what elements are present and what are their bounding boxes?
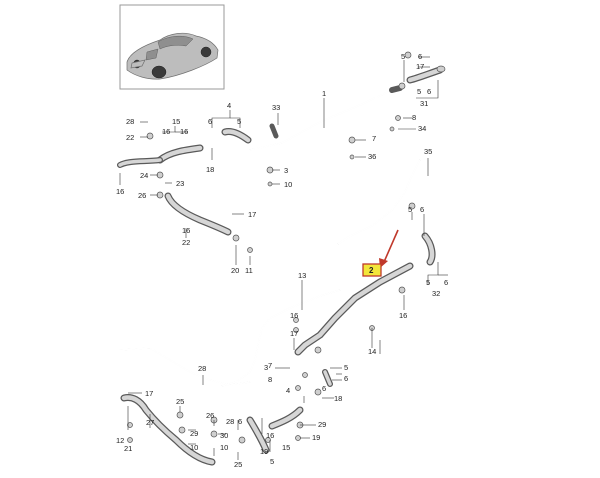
callout-7-lower: 7 bbox=[268, 361, 272, 370]
highlight-label: 2 bbox=[369, 266, 374, 275]
pipe-part-1 bbox=[249, 85, 403, 151]
hose-part-17-lower bbox=[268, 406, 304, 430]
callout-23-lower: 26 bbox=[206, 411, 214, 420]
callout-6-mid: 6 bbox=[208, 117, 212, 126]
callout-17-top: 17 bbox=[416, 62, 424, 71]
callout-25: 27 bbox=[146, 418, 154, 427]
callout-16-d: 17 bbox=[290, 329, 298, 338]
callout-15-c: 16 bbox=[399, 311, 407, 320]
callout-32: 33 bbox=[272, 103, 280, 112]
callout-17-bottom-b: 19 bbox=[312, 433, 320, 442]
callout-4-lower: 4 bbox=[286, 386, 290, 395]
callout-15-bottom: 16 bbox=[266, 431, 274, 440]
callout-7: 7 bbox=[372, 134, 376, 143]
callout-4-top: 4 bbox=[227, 101, 231, 110]
callout-19: 22 bbox=[126, 133, 134, 142]
callout-35: 36 bbox=[368, 152, 376, 161]
callout-10-b: 12 bbox=[116, 436, 124, 445]
callout-23: 26 bbox=[138, 191, 146, 200]
callout-11: 13 bbox=[298, 271, 306, 280]
callout-6-bottom: 6 bbox=[238, 417, 242, 426]
callout-17-lower: 18 bbox=[334, 394, 342, 403]
callout-27: 28 bbox=[198, 364, 206, 373]
callout-22-a: 24 bbox=[140, 171, 148, 180]
callout-6-right-b: 6 bbox=[444, 278, 448, 287]
callout-15-d: 16 bbox=[290, 311, 298, 320]
callout-28-top: 28 bbox=[126, 117, 134, 126]
callout-9-lower-b: 10 bbox=[220, 443, 228, 452]
callout-5-mid: 5 bbox=[237, 117, 241, 126]
callout-16-b: 16 bbox=[116, 187, 124, 196]
callout-16-e: 17 bbox=[145, 389, 153, 398]
callout-6-top: 6 bbox=[418, 52, 422, 61]
callout-17-mid: 18 bbox=[206, 165, 214, 174]
callout-5-lower: 5 bbox=[344, 363, 348, 372]
callout-16-c: 17 bbox=[248, 210, 256, 219]
callout-21: 23 bbox=[176, 179, 184, 188]
callout-20: 22 bbox=[182, 238, 190, 247]
callout-12: 14 bbox=[368, 347, 376, 356]
callout-30: 31 bbox=[420, 99, 428, 108]
hose-part-16-bottom-left bbox=[120, 394, 216, 466]
pipe-part-32 bbox=[269, 123, 279, 139]
callout-28-bottom: 29 bbox=[318, 420, 326, 429]
hose-part-14 bbox=[156, 144, 204, 164]
hose-part-13 bbox=[246, 416, 270, 454]
callout-15-a: 16 bbox=[180, 127, 188, 136]
callout-5-top: 5 bbox=[401, 52, 405, 61]
hose-part-5-lower bbox=[322, 369, 333, 387]
callout-1: 1 bbox=[322, 89, 326, 98]
callout-29-b: 30 bbox=[220, 431, 228, 440]
callout-6-lower-b: 6 bbox=[322, 384, 326, 393]
pipe-part-34 bbox=[337, 159, 421, 245]
car-thumbnail bbox=[119, 4, 225, 90]
callout-34: 35 bbox=[424, 147, 432, 156]
callout-17-bottom: 19 bbox=[260, 447, 268, 456]
pipe-part-27 bbox=[119, 347, 251, 386]
hose-part-2 bbox=[294, 262, 414, 356]
callout-5-right: 5 bbox=[408, 205, 412, 214]
callout-9-top: 10 bbox=[284, 180, 292, 189]
hose-part-30 bbox=[406, 65, 446, 84]
callout-5-bottom: 5 bbox=[270, 457, 274, 466]
leader-lines bbox=[119, 56, 448, 460]
hose-part-6-right bbox=[421, 232, 436, 266]
callout-33: 34 bbox=[418, 124, 426, 133]
callout-15-b: 16 bbox=[182, 226, 190, 235]
callout-24: 25 bbox=[176, 397, 184, 406]
callout-9-lower: 10 bbox=[190, 443, 198, 452]
hose-part-22 bbox=[117, 157, 163, 168]
callout-5-right-b: 5 bbox=[426, 278, 430, 287]
highlight-part-2: 2 bbox=[362, 229, 399, 277]
callout-26: 28 bbox=[226, 417, 234, 426]
hose-part-20 bbox=[164, 192, 232, 236]
hose-part-4 bbox=[221, 128, 252, 144]
callout-10-a: 11 bbox=[245, 266, 253, 275]
callout-8-lower: 8 bbox=[268, 375, 272, 384]
callout-14: 15 bbox=[172, 117, 180, 126]
callout-22-b: 25 bbox=[234, 460, 242, 469]
callout-13: 15 bbox=[282, 443, 290, 452]
callout-31: 32 bbox=[432, 289, 440, 298]
callout-8: 8 bbox=[412, 113, 416, 122]
callout-5-top-b: 5 bbox=[417, 87, 421, 96]
callout-6-top-b: 6 bbox=[427, 87, 431, 96]
callout-6-right: 6 bbox=[420, 205, 424, 214]
callout-16-a: 16 bbox=[162, 127, 170, 136]
callout-labels: 1 33 5 6 17 5 6 31 8 34 7 36 4 6 5 18 3 … bbox=[116, 52, 448, 469]
callout-29-a: 29 bbox=[190, 429, 198, 438]
callout-3-top: 3 bbox=[284, 166, 288, 175]
callout-6-lower: 6 bbox=[344, 374, 348, 383]
callout-3-lower: 3 bbox=[264, 363, 268, 372]
callout-18-b: 21 bbox=[124, 444, 132, 453]
clip-parts bbox=[127, 51, 416, 444]
pipe-part-11 bbox=[221, 289, 341, 387]
callout-18-a: 20 bbox=[231, 266, 239, 275]
